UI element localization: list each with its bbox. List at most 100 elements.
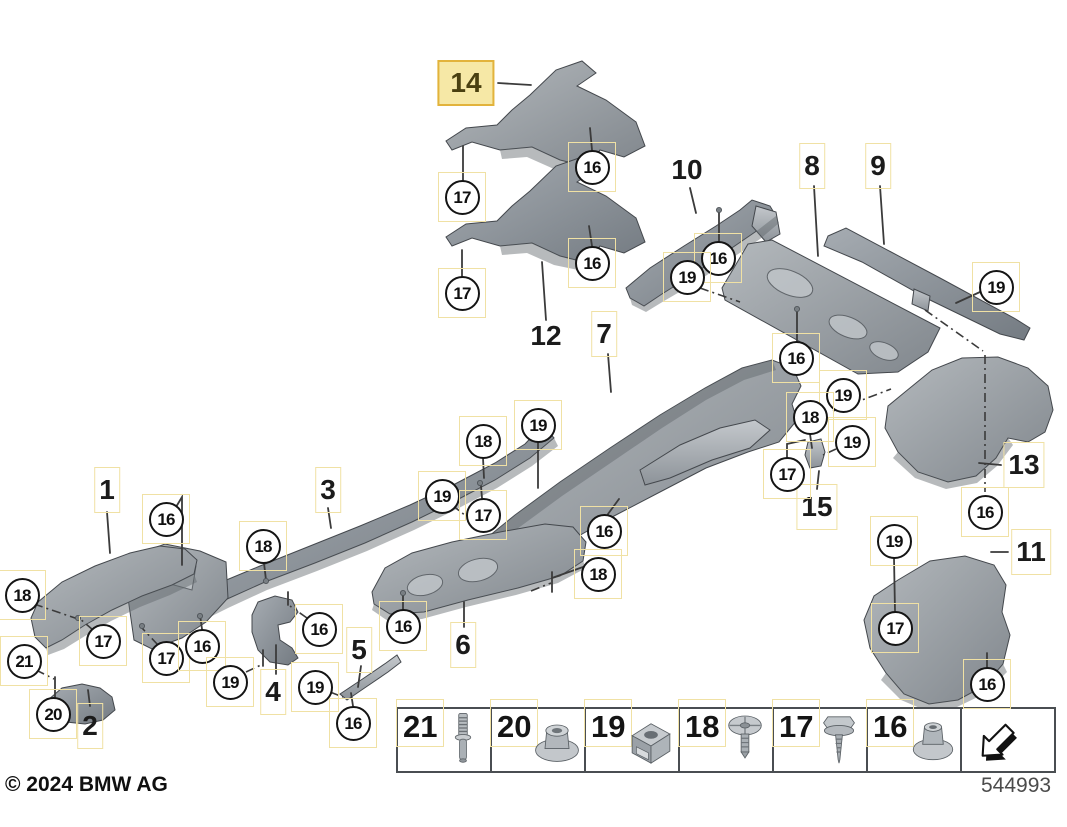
callout-16[interactable]: 16: [961, 487, 1009, 537]
callout-17[interactable]: 17: [459, 490, 507, 540]
callout-18[interactable]: 18: [574, 549, 622, 599]
part-label-11[interactable]: 11: [1011, 529, 1051, 575]
callout-19[interactable]: 19: [972, 262, 1020, 312]
part-9-shape: [823, 227, 1031, 341]
legend-cell-17[interactable]: 17: [772, 699, 868, 771]
legend-number: 21: [403, 709, 438, 744]
callout-number: 16: [574, 149, 610, 185]
callout-16[interactable]: 16: [379, 601, 427, 651]
legend-number: 19: [591, 709, 626, 744]
callout-19[interactable]: 19: [514, 400, 562, 450]
callout-number: 19: [424, 478, 460, 514]
part-label-3[interactable]: 3: [315, 467, 341, 513]
legend-cell-19[interactable]: 19: [584, 699, 680, 771]
callout-17[interactable]: 17: [79, 616, 127, 666]
callout-16[interactable]: 16: [295, 604, 343, 654]
part-label-1[interactable]: 1: [94, 467, 120, 513]
legend-highlight-box: [490, 699, 538, 747]
callout-number: 16: [969, 666, 1005, 702]
callout-number: 16: [574, 245, 610, 281]
callout-18[interactable]: 18: [0, 570, 46, 620]
legend-number: 16: [873, 709, 908, 744]
part-label-4[interactable]: 4: [260, 669, 286, 715]
part-1-shape: [30, 545, 198, 655]
callout-number: 19: [520, 407, 556, 443]
callout-18[interactable]: 18: [459, 416, 507, 466]
part-label-5[interactable]: 5: [346, 627, 372, 673]
callout-number: 16: [335, 705, 371, 741]
callout-number: 20: [35, 696, 71, 732]
legend-number: 18: [685, 709, 720, 744]
part-label-14[interactable]: 14: [437, 60, 495, 106]
callout-number: 18: [465, 423, 501, 459]
callout-19[interactable]: 19: [828, 417, 876, 467]
callout-16[interactable]: 16: [772, 333, 820, 383]
callout-20[interactable]: 20: [29, 689, 77, 739]
diagram-number: 544993: [981, 774, 1052, 797]
part-label-12[interactable]: 12: [530, 320, 562, 351]
part-label-15[interactable]: 15: [796, 484, 838, 530]
callout-16[interactable]: 16: [580, 506, 628, 556]
callout-number: 18: [580, 556, 616, 592]
callout-17[interactable]: 17: [438, 172, 486, 222]
callout-16[interactable]: 16: [568, 142, 616, 192]
part-5-shape: [339, 654, 402, 701]
callout-18[interactable]: 18: [239, 521, 287, 571]
callout-number: 17: [769, 456, 805, 492]
legend-cell-16[interactable]: 16: [866, 699, 962, 771]
callout-number: 16: [778, 340, 814, 376]
callout-16[interactable]: 16: [963, 659, 1011, 709]
part-label-6[interactable]: 6: [450, 622, 476, 668]
callout-number: 21: [6, 643, 42, 679]
part-label-10[interactable]: 10: [671, 154, 703, 185]
callout-16[interactable]: 16: [694, 233, 742, 283]
callout-16[interactable]: 16: [568, 238, 616, 288]
callout-19[interactable]: 19: [819, 370, 867, 420]
callout-19[interactable]: 19: [291, 662, 339, 712]
legend-highlight-box: [866, 699, 914, 747]
callout-19[interactable]: 19: [870, 516, 918, 566]
part-4-shape: [251, 595, 299, 666]
legend-highlight-box: [396, 699, 444, 747]
legend-highlight-box: [584, 699, 632, 747]
part-label-8[interactable]: 8: [799, 143, 825, 189]
callout-21[interactable]: 21: [0, 636, 48, 686]
callout-number: 19: [876, 523, 912, 559]
part-label-2[interactable]: 2: [77, 703, 103, 749]
callout-number: 19: [212, 664, 248, 700]
callout-16[interactable]: 16: [329, 698, 377, 748]
callout-number: 17: [465, 497, 501, 533]
callout-17[interactable]: 17: [763, 449, 811, 499]
callout-19[interactable]: 19: [206, 657, 254, 707]
callout-number: 17: [444, 179, 480, 215]
callout-17[interactable]: 17: [438, 268, 486, 318]
callout-number: 18: [4, 577, 40, 613]
part-label-9[interactable]: 9: [865, 143, 891, 189]
callout-number: 16: [700, 240, 736, 276]
callout-number: 19: [834, 424, 870, 460]
callout-19[interactable]: 19: [663, 252, 711, 302]
legend-cell-21[interactable]: 21: [396, 699, 492, 771]
callout-number: 18: [792, 399, 828, 435]
callout-17[interactable]: 17: [142, 633, 190, 683]
callout-19[interactable]: 19: [418, 471, 466, 521]
callout-number: 16: [301, 611, 337, 647]
part-13-shape: [884, 356, 1054, 489]
legend-cell-18[interactable]: 18: [678, 699, 774, 771]
part-label-13[interactable]: 13: [1003, 442, 1045, 488]
callout-number: 16: [148, 501, 184, 537]
callout-number: 17: [444, 275, 480, 311]
callout-16[interactable]: 16: [142, 494, 190, 544]
legend-cell-20[interactable]: 20: [490, 699, 586, 771]
callout-17[interactable]: 17: [871, 603, 919, 653]
legend-number: 17: [779, 709, 814, 744]
copyright-text: © 2024 BMW AG: [5, 773, 168, 796]
callout-18[interactable]: 18: [786, 392, 834, 442]
callout-number: 17: [85, 623, 121, 659]
legend-highlight-box: [678, 699, 726, 747]
part-8-shape: [721, 239, 941, 375]
leader-lines: [33, 82, 1009, 707]
part-label-7[interactable]: 7: [591, 311, 617, 357]
callout-number: 18: [245, 528, 281, 564]
